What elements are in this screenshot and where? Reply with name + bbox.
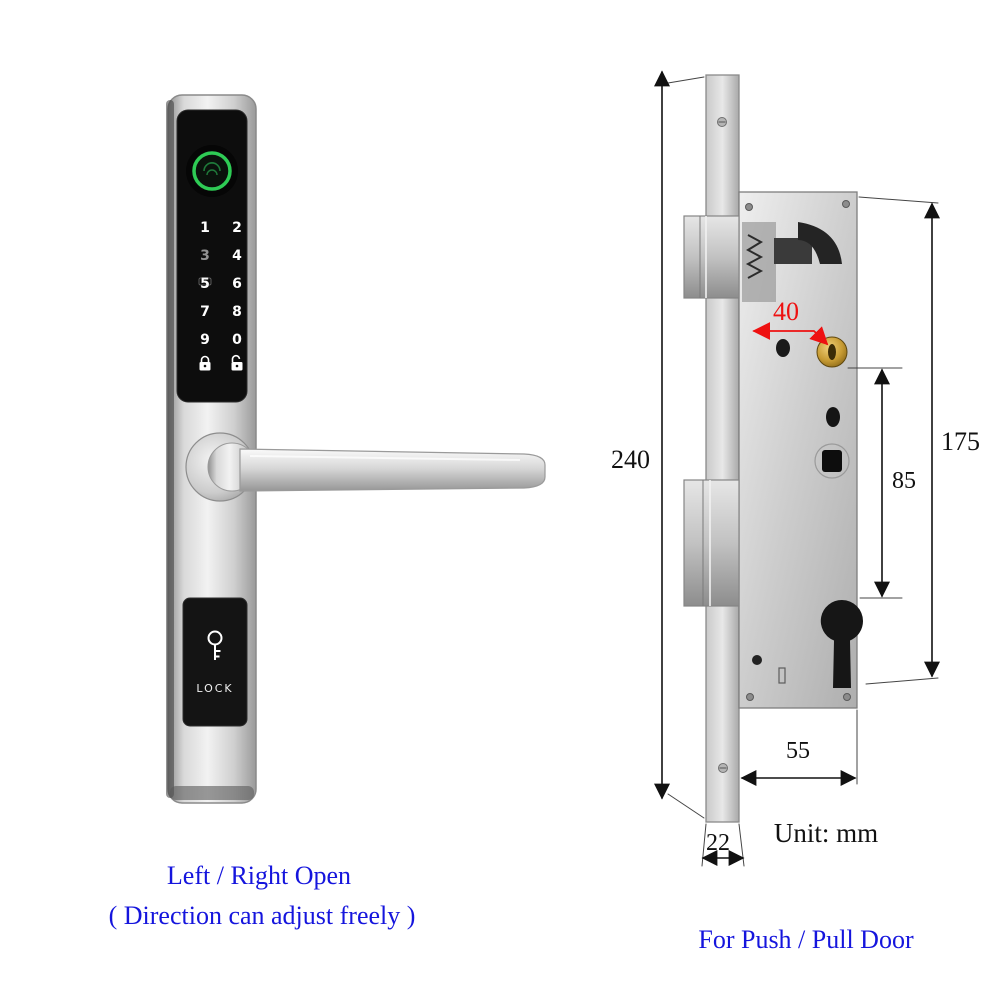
dim-55-label: 55 — [786, 738, 810, 764]
smart-lock-illustration: 1 2 3 4 5 6 7 8 9 0 — [166, 94, 546, 804]
ext-240-bottom — [667, 793, 705, 819]
key-icon — [207, 630, 223, 660]
mortise-lock-diagram — [683, 74, 864, 823]
brass-cylinder — [816, 336, 848, 368]
key-2: 2 — [232, 220, 242, 236]
faceplate-screw-top — [717, 117, 727, 127]
unlocked-icon — [231, 354, 243, 371]
cylinder-block: LOCK — [182, 597, 248, 727]
dim-40-line — [752, 322, 829, 346]
ext-175-top — [858, 196, 939, 204]
caption-direction-note: ( Direction can adjust freely ) — [109, 901, 416, 930]
lock-body-edge — [166, 100, 174, 798]
lever-highlight — [249, 455, 521, 461]
charge-contact-icon — [198, 277, 212, 286]
dim-175-label: 175 — [941, 427, 980, 456]
lock-body-bottom — [170, 786, 254, 800]
oval-hole — [826, 407, 840, 427]
dim-240-label: 240 — [611, 445, 650, 474]
small-hole — [752, 655, 762, 665]
key-7: 7 — [200, 304, 210, 320]
key-5: 5 — [200, 276, 210, 292]
key-8: 8 — [232, 304, 242, 320]
cylinder-lock-label: LOCK — [196, 682, 233, 695]
key-0: 0 — [232, 332, 242, 348]
slot-hole — [778, 667, 786, 684]
fingerprint-sensor-icon — [186, 145, 238, 197]
door-handle — [185, 432, 546, 502]
faceplate — [705, 74, 740, 823]
mechanism-cam — [798, 222, 842, 264]
dimension-annotations: 240 175 85 40 55 22 Unit: mm — [611, 70, 980, 867]
locked-icon — [199, 355, 211, 371]
ext-22-right — [738, 823, 745, 867]
faceplate-screw-bottom — [718, 763, 728, 773]
key-1: 1 — [200, 220, 210, 236]
key-6: 6 — [232, 276, 242, 292]
ext-175-bottom — [865, 677, 939, 685]
case-rivets — [745, 200, 851, 701]
key-9: 9 — [200, 332, 210, 348]
latch-tail — [774, 238, 812, 264]
keypad: 1 2 3 4 5 6 7 8 9 0 — [198, 220, 242, 348]
caption-open-direction: Left / Right Open — [167, 861, 351, 890]
spindle-follower — [814, 443, 850, 479]
ext-240-top — [667, 76, 705, 84]
dim-40-label: 40 — [773, 297, 799, 326]
fixing-hole — [776, 339, 790, 357]
handle-lever — [239, 448, 546, 492]
unit-label: Unit: mm — [774, 818, 878, 848]
latch-spring — [745, 234, 764, 279]
deadbolt — [683, 479, 740, 607]
captions: Left / Right Open ( Direction can adjust… — [109, 861, 914, 954]
latch-mechanism — [742, 222, 842, 302]
key-4: 4 — [232, 248, 242, 264]
euro-cylinder-hole — [820, 599, 864, 688]
latch-bolt — [683, 215, 740, 299]
key-3: 3 — [200, 248, 210, 264]
caption-door-type: For Push / Pull Door — [698, 925, 914, 954]
dim-85-label: 85 — [892, 468, 916, 494]
dim-22-label: 22 — [706, 830, 730, 856]
